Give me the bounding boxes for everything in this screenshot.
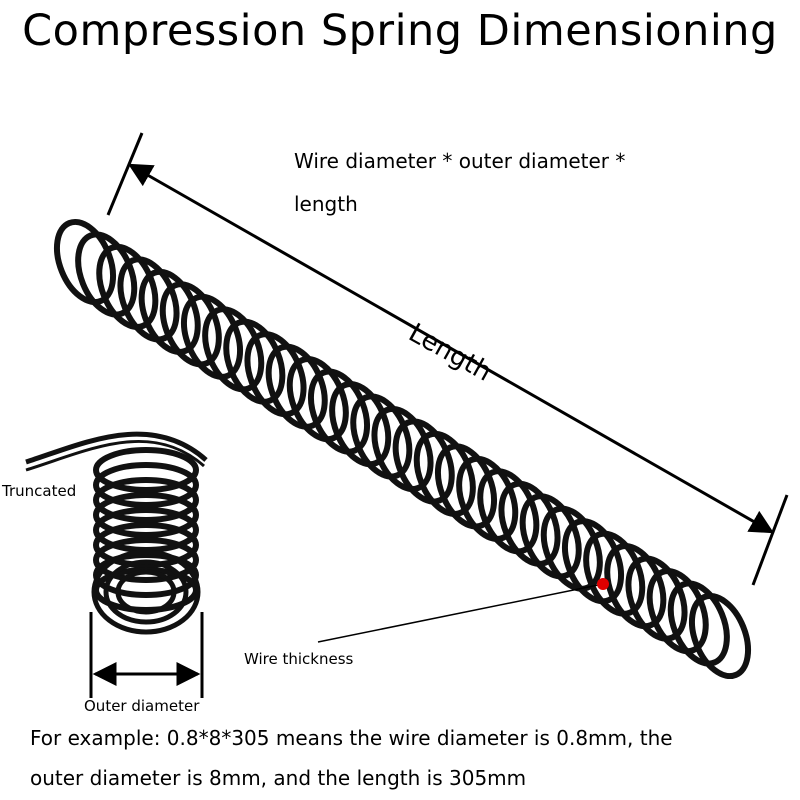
- spring-coil: [223, 318, 286, 405]
- example-line-2: outer diameter is 8mm, and the length is…: [30, 766, 527, 790]
- spring-coil: [117, 256, 180, 343]
- spring-coil: [625, 555, 688, 642]
- short-spring: [25, 431, 208, 635]
- short-spring-coil: [93, 537, 199, 583]
- length-extension-right: [751, 494, 789, 586]
- short-spring-end-ring: [115, 569, 177, 615]
- truncated-label: Truncated: [2, 482, 77, 500]
- diagram-title: Compression Spring Dimensioning: [22, 6, 778, 56]
- spring-coil: [286, 356, 349, 443]
- spring-coil: [519, 493, 582, 580]
- example-text: For example: 0.8*8*305 means the wire di…: [30, 718, 790, 798]
- spring-coil: [96, 243, 159, 330]
- long-spring: [53, 218, 752, 680]
- short-spring-coil: [93, 447, 199, 493]
- spring-coil: [180, 293, 244, 380]
- spring-coil: [329, 381, 392, 468]
- spring-coil: [498, 480, 561, 567]
- spring-coil: [583, 530, 646, 617]
- short-spring-end-ring: [103, 559, 189, 625]
- spring-coil: [646, 568, 709, 655]
- spring-coil: [53, 218, 117, 306]
- length-extension-left: [106, 132, 144, 216]
- short-spring-coil: [93, 522, 199, 568]
- short-spring-end-ring: [91, 549, 201, 635]
- spring-coil: [202, 306, 265, 393]
- wire-thickness-leader: [317, 583, 604, 643]
- short-spring-coil: [93, 477, 199, 523]
- wire-thickness-label: Wire thickness: [244, 650, 354, 668]
- short-spring-coil: [93, 492, 199, 538]
- length-dimension-line: [127, 163, 775, 534]
- truncated-wire-end: [25, 431, 208, 465]
- spring-coil: [561, 518, 625, 605]
- spring-coil: [413, 430, 476, 517]
- short-spring-coil: [93, 462, 199, 508]
- spring-coil: [688, 592, 752, 680]
- spring-coil: [307, 368, 371, 455]
- outer-diameter-label: Outer diameter: [84, 697, 200, 715]
- wire-thickness-marker: [597, 578, 609, 590]
- example-line-1: For example: 0.8*8*305 means the wire di…: [30, 726, 673, 750]
- spring-coil: [75, 231, 138, 318]
- spring-coil: [477, 468, 540, 555]
- spring-coil: [138, 268, 201, 355]
- spring-coil: [350, 393, 413, 480]
- spring-coil: [434, 443, 498, 530]
- spring-coil: [244, 331, 307, 418]
- spring-coil: [456, 455, 519, 542]
- spring-coil: [265, 343, 328, 430]
- spring-coil: [667, 580, 730, 667]
- spring-coil: [371, 405, 434, 493]
- spring-coil: [392, 418, 455, 505]
- spring-coil: [159, 281, 222, 368]
